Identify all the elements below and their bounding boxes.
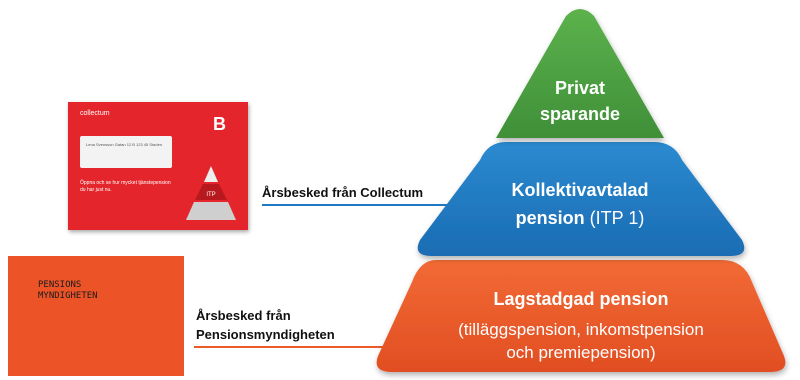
tier-collective-line2: pension (ITP 1) bbox=[516, 208, 645, 228]
pensionsmyndigheten-image: PENSIONS MYNDIGHETEN bbox=[8, 256, 184, 376]
collectum-logo: collectum bbox=[80, 110, 110, 117]
tier-private-line2: sparande bbox=[540, 104, 620, 124]
envelope-badge: B bbox=[213, 114, 226, 134]
envelope-address-window: Lena Svensson Gatan 12 B 123 45 Staden bbox=[80, 136, 172, 168]
tier-private-line1: Privat bbox=[555, 78, 605, 98]
tier-collective-line1: Kollektivavtalad bbox=[511, 180, 648, 200]
mini-pyramid-label: ITP bbox=[206, 192, 215, 198]
collectum-envelope-image: collectum B Lena Svensson Gatan 12 B 123… bbox=[68, 102, 248, 230]
tier-collective-rest: (ITP 1) bbox=[585, 208, 645, 228]
pyramid-tier-private bbox=[496, 9, 664, 138]
collectum-label: Årsbesked från Collectum bbox=[262, 185, 423, 200]
tier-statutory-line3: och premiepension) bbox=[506, 343, 655, 362]
envelope-message: Öppna och se hur mycket tjänstepension d… bbox=[80, 180, 171, 193]
pensionsmyndigheten-logo: PENSIONS MYNDIGHETEN bbox=[38, 280, 98, 301]
pyramid-tier-statutory bbox=[376, 260, 786, 372]
pyramid-tier-collective bbox=[417, 142, 745, 256]
envelope-address: Lena Svensson Gatan 12 B 123 45 Staden bbox=[86, 142, 163, 147]
pm-label-line2: Pensionsmyndigheten bbox=[196, 327, 335, 342]
tier-collective-bold: pension bbox=[516, 208, 585, 228]
tier-statutory-line2: (tilläggspension, inkomstpension bbox=[458, 320, 704, 339]
tier-statutory-line1: Lagstadgad pension bbox=[493, 289, 668, 309]
mini-pyramid-icon: ITP bbox=[186, 166, 236, 220]
pm-label-line1: Årsbesked från bbox=[196, 308, 291, 323]
